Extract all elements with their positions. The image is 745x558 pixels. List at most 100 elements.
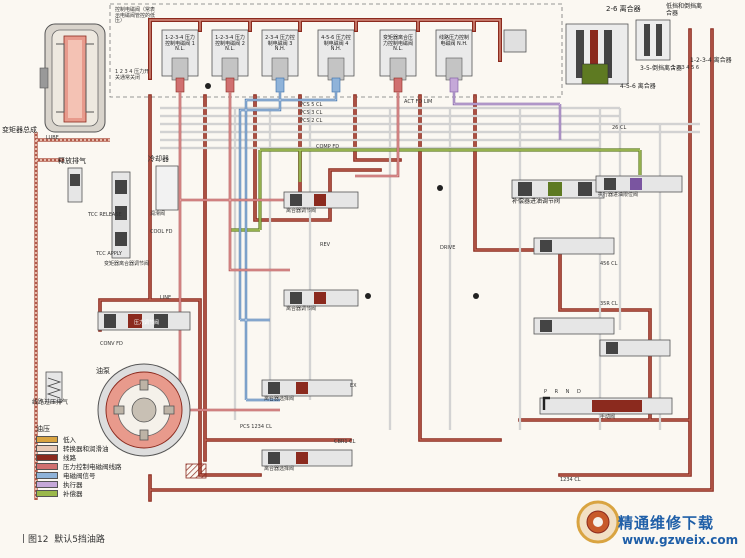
release-exhaust-label: 释放排气 <box>58 157 86 165</box>
release-check-ball <box>70 174 80 186</box>
legend-label: 低入 <box>63 436 76 444</box>
cs1-land-2 <box>296 382 308 394</box>
manual-valve-label: 手动阀 <box>600 414 616 420</box>
clutch-1234-label: 1-2-3-4 离合器 <box>690 57 732 64</box>
clutch-35r-label: 3-5-倒挡离合器 <box>640 65 682 72</box>
passage-35r: 35R CL <box>600 301 618 307</box>
passage-tcc-apply: TCC APPLY <box>96 251 122 257</box>
caption-divider <box>23 534 24 543</box>
al-land-1 <box>604 178 616 190</box>
compensator-feed <box>230 148 642 232</box>
passage-act-fd: ACT FD LIM <box>404 99 433 105</box>
legend-label: 转换器和润滑油 <box>63 445 109 453</box>
passage-lube: LUBE <box>46 135 59 141</box>
cs1-land-1 <box>268 382 280 394</box>
cr2-land-2 <box>314 292 326 304</box>
legend-swatch <box>36 471 58 479</box>
right-regulator-1-bore <box>533 237 615 255</box>
passage-cooler-feed: COOL FD <box>150 229 173 235</box>
sump-exhaust <box>185 463 207 479</box>
legend-swatch <box>36 444 58 452</box>
passage-line: LINE <box>160 295 172 301</box>
solenoid-5-label: 变矩器离合压力控制电磁阀 N.L. <box>382 35 413 52</box>
line-boost-exhaust-label: 线路过压排气 <box>32 399 69 406</box>
clutch-low-reverse-label: 低挡和倒挡离合器 <box>666 3 703 17</box>
passage-rev: REV <box>320 242 331 248</box>
passage-26: 26 CL <box>612 125 627 131</box>
tcc-valve-land-3 <box>115 232 127 246</box>
cf-land-3 <box>578 182 592 196</box>
legend-item: 转换器和润滑油 <box>36 444 186 453</box>
clutch-26-label: 2-6 离合器 <box>606 5 641 13</box>
clutch-packs <box>565 19 671 85</box>
solenoid-6 <box>435 29 473 93</box>
cf-land-1 <box>518 182 532 196</box>
passage-pcs5: PCS 5 CL <box>300 102 323 108</box>
cs2-land-1 <box>268 452 280 464</box>
main-line-pressure <box>98 28 714 502</box>
line-boost-spring <box>45 371 63 403</box>
manual-valve-detent <box>542 396 550 410</box>
actuator-valve-label: 执行器进油限位阀 <box>598 192 639 198</box>
cooler-box <box>155 165 179 211</box>
manual-positions-label: P R N D <box>544 389 584 395</box>
oil-pump <box>97 363 191 457</box>
clutch-select-2-label: 离合器选择阀 <box>264 466 295 472</box>
cr1-land-2 <box>314 194 326 206</box>
legend-swatch <box>36 435 58 443</box>
legend-swatch <box>36 489 58 497</box>
rr3-land <box>606 342 618 354</box>
check-ball-4 <box>205 83 211 89</box>
passage-1234: 1234 CL <box>560 477 581 483</box>
check-ball-1 <box>437 185 443 191</box>
legend-label: 执行器 <box>63 481 83 489</box>
passage-bands <box>160 106 700 430</box>
legend-item: 低入 <box>36 435 186 444</box>
solenoid-1 <box>161 29 199 93</box>
clutch-regulator-2-label: 离合器调节阀 <box>286 306 317 312</box>
pump-label: 油泵 <box>96 367 110 375</box>
pressure-switch-note: 1 2 3 4 压力开关通常关闭 <box>115 69 150 81</box>
figure-title: 默认5挡油路 <box>54 535 105 545</box>
figure-number: 图12 <box>28 535 49 545</box>
solenoid-2 <box>211 29 249 93</box>
passage-pcs1: PCS 1234 CL <box>240 424 272 430</box>
watermark-logo <box>576 500 620 544</box>
passage-drive: DRIVE <box>440 245 456 251</box>
passage-pcs2: PCS 2 CL <box>300 118 323 124</box>
legend-item: 电磁阀信号 <box>36 471 186 480</box>
legend-swatch <box>36 480 58 488</box>
comp-feed-label: 补偿器进油调节阀 <box>512 198 561 205</box>
passage-comp-fd: COMP FD <box>316 144 340 150</box>
cs2-land-2 <box>296 452 308 464</box>
tcc-valve-land-2 <box>115 206 127 220</box>
legend-item: 执行器 <box>36 480 186 489</box>
figure-caption: 图12 默认5挡油路 <box>23 532 105 545</box>
right-regulator-2-bore <box>533 317 615 335</box>
lube-valve-label: 润滑阀 <box>150 211 166 217</box>
passage-ex: EX <box>350 383 357 389</box>
legend-label: 补偿器 <box>63 490 83 498</box>
converter-label: 变矩器总成 <box>2 126 37 134</box>
tcc-valve-land-1 <box>115 180 127 194</box>
actuator-feed-lines <box>452 92 562 140</box>
legend: 油压 低入转换器和润滑油线路压力控制电磁阀线路电磁阀信号执行器补偿器 <box>36 424 186 498</box>
solenoid-6-label: 线路压力控制电磁阀 N.H. <box>438 35 469 47</box>
clutch-456-label: 4-5-6 离合器 <box>620 83 656 90</box>
passage-pcs3: PCS 3 CL <box>300 110 323 116</box>
clutch-regulator-1-label: 离合器调节阀 <box>286 208 317 214</box>
solenoid-3-label: 2-3-4 压力控制电磁阀 3 N.H. <box>265 35 295 52</box>
watermark-url: www.gzweix.com <box>622 533 739 547</box>
manual-valve-spool <box>592 400 642 412</box>
solenoid-1-label: 1-2-3-4 压力控制电磁阀 1 N.L. <box>165 35 195 52</box>
legend-item: 线路 <box>36 453 186 462</box>
check-balls <box>205 83 479 299</box>
legend-item: 压力控制电磁阀线路 <box>36 462 186 471</box>
legend-item: 补偿器 <box>36 489 186 498</box>
solenoid-row <box>161 29 527 93</box>
solenoid-4 <box>317 29 355 93</box>
line-pressure-manifold <box>148 18 502 80</box>
solenoid-5 <box>379 29 417 93</box>
